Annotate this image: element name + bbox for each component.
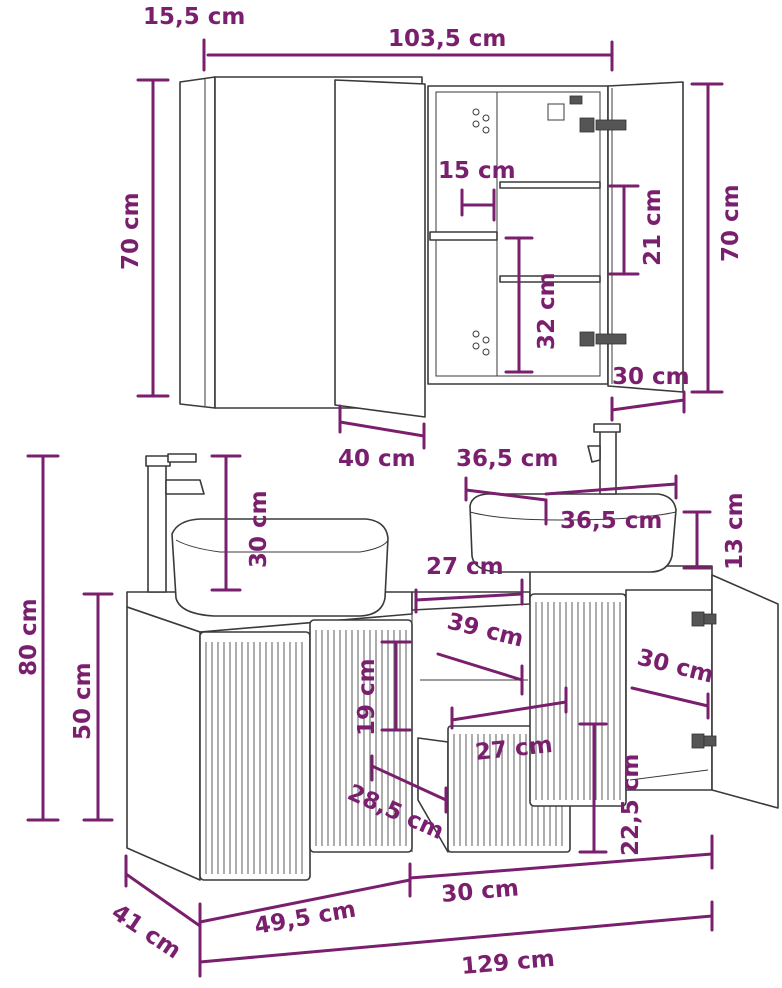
label-mirror-shelf-width: 15 cm <box>438 158 516 184</box>
label-total-height: 80 cm <box>16 598 42 676</box>
hinge-icon <box>691 611 717 627</box>
label-left-width: 49,5 cm <box>253 897 358 940</box>
hinge-icon <box>579 331 627 347</box>
dimension-lines <box>26 38 724 978</box>
vanity-cabinet <box>126 565 779 881</box>
label-mirror-width: 103,5 cm <box>388 26 506 52</box>
right-cabinet-open-door <box>711 574 779 809</box>
fluted-ribs-left <box>205 630 407 874</box>
label-mirror-side-door: 40 cm <box>338 446 416 472</box>
label-basin-right-height: 13 cm <box>722 492 748 570</box>
basin-left <box>171 518 389 617</box>
label-inner-depth: 39 cm <box>445 609 527 653</box>
hinge-icon <box>569 95 627 133</box>
mirror-side-door <box>334 79 426 418</box>
faucet-icon <box>587 423 621 495</box>
mirror-cabinet <box>179 76 684 418</box>
basin-right <box>469 493 677 573</box>
label-mirror-lower-gap: 32 cm <box>534 272 560 350</box>
label-middle-gap-height: 19 cm <box>354 658 380 736</box>
hinge-icon <box>691 733 717 749</box>
label-faucet-height: 30 cm <box>246 490 272 568</box>
label-mirror-door-width: 30 cm <box>612 364 690 390</box>
label-mirror-thickness: 15,5 cm <box>143 4 245 30</box>
label-drawer-height: 22,5 cm <box>618 754 644 856</box>
label-mirror-height-right: 70 cm <box>718 184 744 262</box>
left-cabinet-door-1 <box>199 631 311 881</box>
mirror-left-side <box>179 76 216 409</box>
label-basin-right-width: 36,5 cm <box>560 508 662 534</box>
label-mirror-height-left: 70 cm <box>118 192 144 270</box>
label-right-width: 30 cm <box>440 875 520 908</box>
faucet-icon <box>145 453 205 593</box>
label-total-width: 129 cm <box>460 946 556 980</box>
label-mirror-shelf-gap: 21 cm <box>640 188 666 266</box>
left-cabinet-side <box>126 606 201 881</box>
label-middle-width: 27 cm <box>426 554 504 580</box>
label-basin-right-depth: 36,5 cm <box>456 446 558 472</box>
label-cabinet-height: 50 cm <box>70 662 96 740</box>
